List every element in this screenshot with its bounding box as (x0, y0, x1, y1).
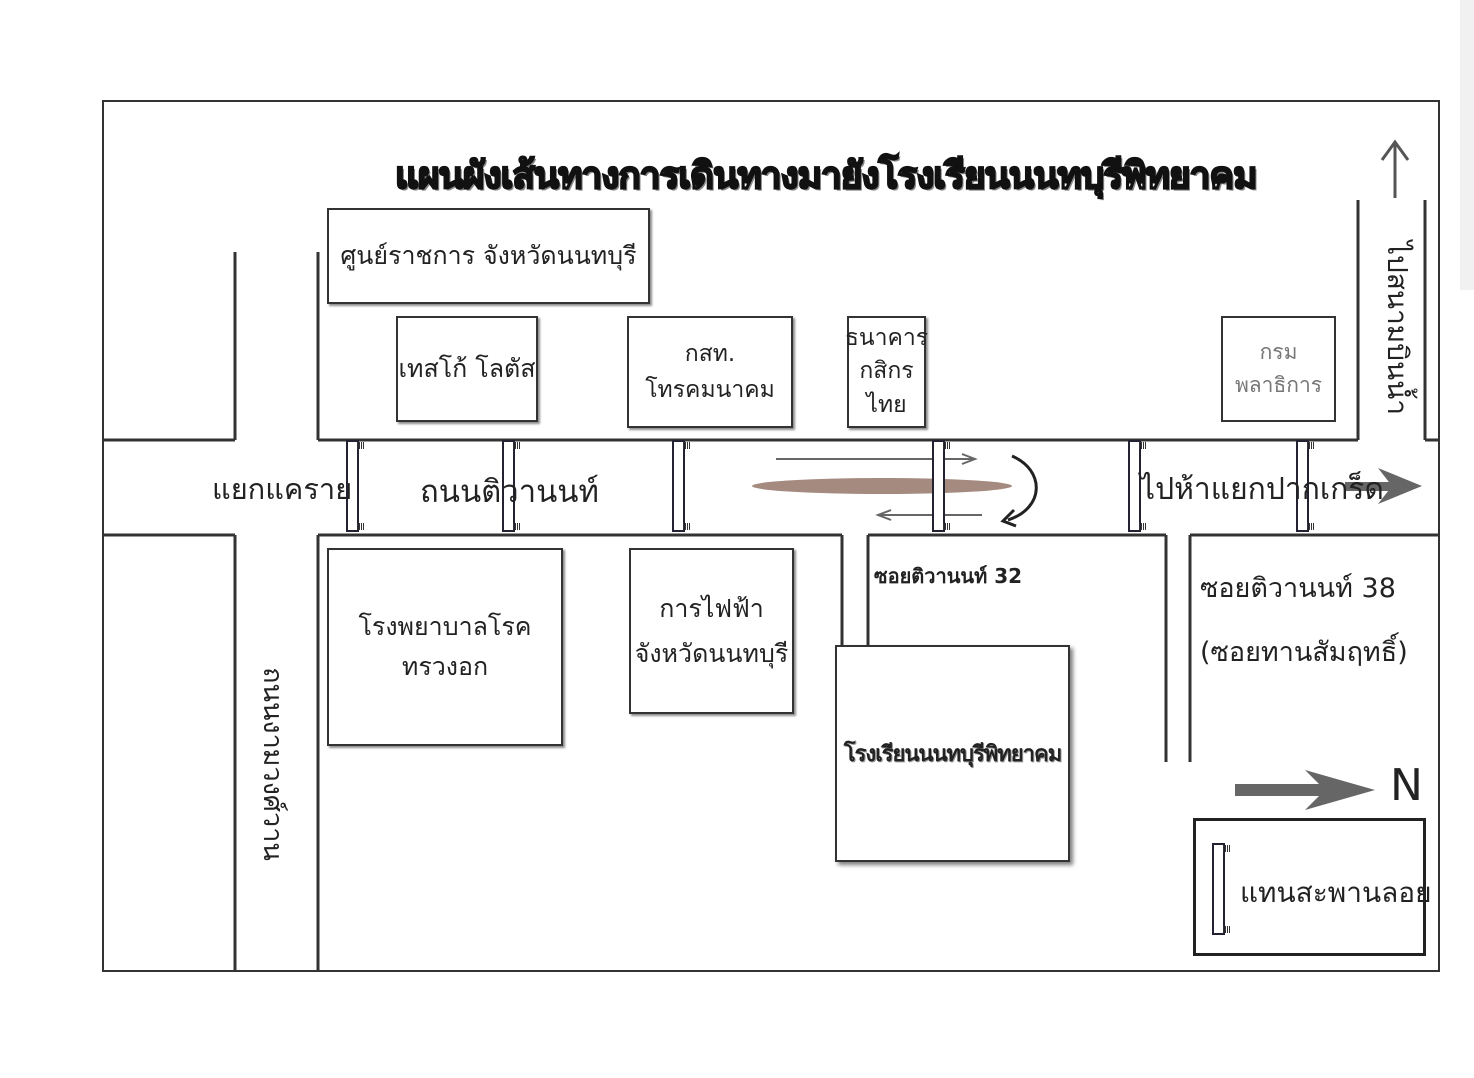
north-arrow-head (1305, 770, 1375, 810)
soi-32-label: ซอยติวานนท์ 32 (874, 564, 1023, 588)
department-box: กรมพลาธิการ (1221, 316, 1336, 422)
pedestrian-bridge-icon (932, 440, 951, 532)
kasikorn-bank-label-line1: ธนาคาร (844, 324, 929, 351)
pedestrian-bridge-icon (672, 440, 691, 532)
to-airport-label: ไปสนามบินน้ำ (1381, 240, 1414, 416)
electricity-label-line2: จังหวัดนนทบุรี (634, 639, 789, 668)
pedestrian-bridge-icon (1128, 440, 1147, 532)
scrollbar-edge (1460, 0, 1474, 290)
school-label: โรงเรียนนนทบุรีพิทยาคม (843, 742, 1062, 767)
kasikorn-bank-box: ธนาคาร กสิกรไทย (844, 316, 929, 428)
government-center-label: ศูนย์ราชการ จังหวัดนนทบุรี (340, 241, 637, 270)
map-title: แผนผังเส้นทางการเดินทางมายังโรงเรียนนนทบ… (394, 153, 1259, 198)
electricity-label-line1: การไฟฟ้า (659, 594, 764, 623)
chest-hospital-box: โรงพยาบาลโรคทรวงอก (327, 548, 563, 746)
route-median (752, 478, 1012, 494)
electricity-box: การไฟฟ้า จังหวัดนนทบุรี (629, 548, 794, 714)
u-turn-arrow (1007, 454, 1038, 522)
tiwanon-road-label: ถนนติวานนท์ (420, 474, 599, 510)
government-center-box: ศูนย์ราชการ จังหวัดนนทบุรี (327, 208, 650, 304)
cat-telecom-box: กสท. โทรคมนาคม (627, 316, 793, 428)
to-pak-kret-arrow-head (1378, 468, 1422, 504)
cat-telecom-label: กสท. โทรคมนาคม (645, 341, 775, 403)
to-pak-kret-label: ไปห้าแยกปากเกร็ด (1140, 472, 1384, 507)
north-arrow-shaft (1235, 784, 1345, 796)
soi-38-label-line2: (ซอยทานสัมฤทธิ์) (1200, 637, 1408, 668)
soi-38-label-line1: ซอยติวานนท์ 38 (1200, 573, 1396, 604)
pedestrian-bridge-icon (502, 440, 521, 532)
to-pak-kret-arrow-shaft (1345, 482, 1395, 491)
legend-box: แทนสะพานลอย (1193, 818, 1431, 956)
khae-rai-junction-label: แยกแคราย (212, 472, 353, 506)
school-box: โรงเรียนนนทบุรีพิทยาคม (835, 645, 1070, 862)
department-label: กรมพลาธิการ (1234, 340, 1323, 397)
pedestrian-bridge-icon (1296, 440, 1315, 532)
tesco-lotus-label: เทสโก้ โลตัส (398, 354, 536, 383)
legend-label: แทนสะพานลอย (1240, 876, 1432, 909)
to-airport-arrow (1380, 139, 1410, 198)
chest-hospital-label: โรงพยาบาลโรคทรวงอก (358, 612, 532, 681)
north-label: N (1390, 760, 1423, 811)
legend-bridge-icon (1212, 843, 1231, 935)
tesco-lotus-box: เทสโก้ โลตัส (396, 316, 538, 422)
pedestrian-bridge-icon (346, 440, 365, 532)
kasikorn-bank-label-line2: กสิกรไทย (859, 358, 914, 418)
ngam-wong-wan-road-label: ถนนงามวงศ์วาน (257, 667, 288, 861)
